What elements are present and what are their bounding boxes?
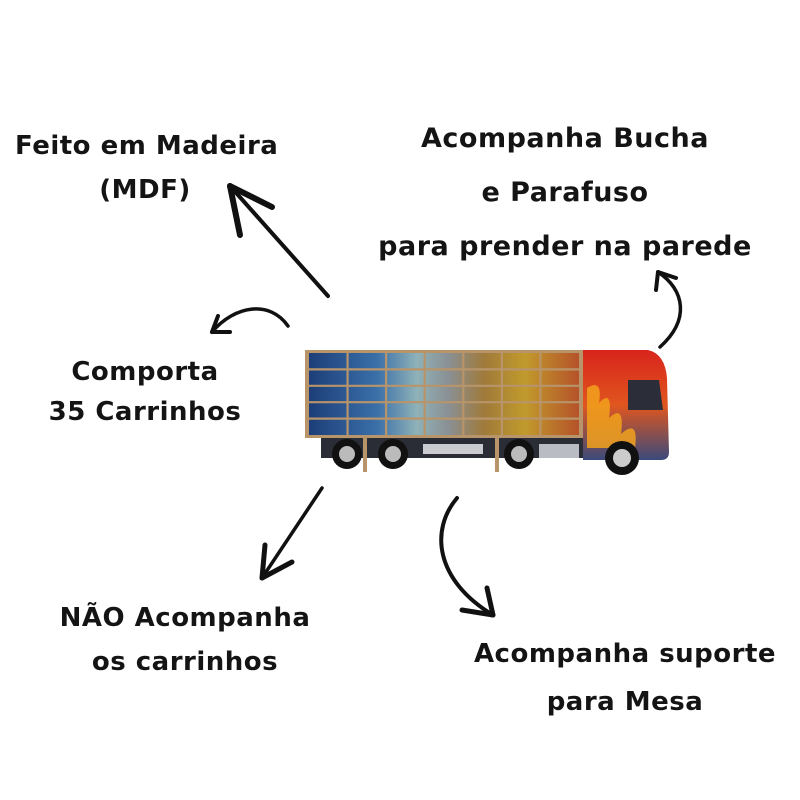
shelf-grid [309, 353, 579, 435]
stand-leg [495, 438, 499, 472]
shelf-dividers [309, 353, 579, 435]
side-box [539, 444, 579, 458]
flame-decal [587, 385, 636, 448]
curved-arrow-left-icon [210, 307, 290, 334]
wheels [332, 439, 639, 475]
callout-material-line-2: (MDF) [99, 175, 191, 205]
callout-cars-not-included-line-1: NÃO Acompanha [59, 603, 311, 633]
wheel [378, 439, 408, 469]
wheel [332, 439, 362, 469]
callout-wall-mounting-line-1: Acompanha Bucha [421, 123, 709, 154]
arrow-up-left-icon [227, 183, 330, 298]
callout-material-line-1: Feito em Madeira [15, 131, 279, 161]
callout-material: Feito em Madeira (MDF) [15, 124, 279, 212]
cab-window [628, 380, 663, 410]
wheel [504, 439, 534, 469]
wheel [605, 441, 639, 475]
arrow-down-left-icon [259, 486, 324, 581]
product-truck-shelf-image [305, 350, 669, 475]
fuel-tank [423, 444, 483, 454]
curved-arrow-up-icon [654, 270, 683, 349]
stand-leg [363, 438, 367, 472]
callout-wall-mounting: Acompanha Bucha e Parafuso para prender … [360, 112, 770, 274]
callout-table-stand-line-2: para Mesa [546, 687, 704, 717]
callout-table-stand-line-1: Acompanha suporte [473, 639, 777, 669]
callout-cars-not-included: NÃO Acompanha os carrinhos [45, 596, 325, 684]
callout-capacity-line-1: Comporta [71, 357, 219, 387]
callout-capacity-line-2: 35 Carrinhos [48, 397, 242, 427]
callout-cars-not-included-line-2: os carrinhos [91, 647, 279, 677]
callout-table-stand: Acompanha suporte para Mesa [470, 630, 780, 726]
callout-wall-mounting-line-3: para prender na parede [378, 231, 752, 262]
callout-wall-mounting-line-2: e Parafuso [481, 177, 649, 208]
callout-capacity: Comporta 35 Carrinhos [40, 352, 250, 432]
curved-arrow-down-icon [439, 496, 496, 618]
